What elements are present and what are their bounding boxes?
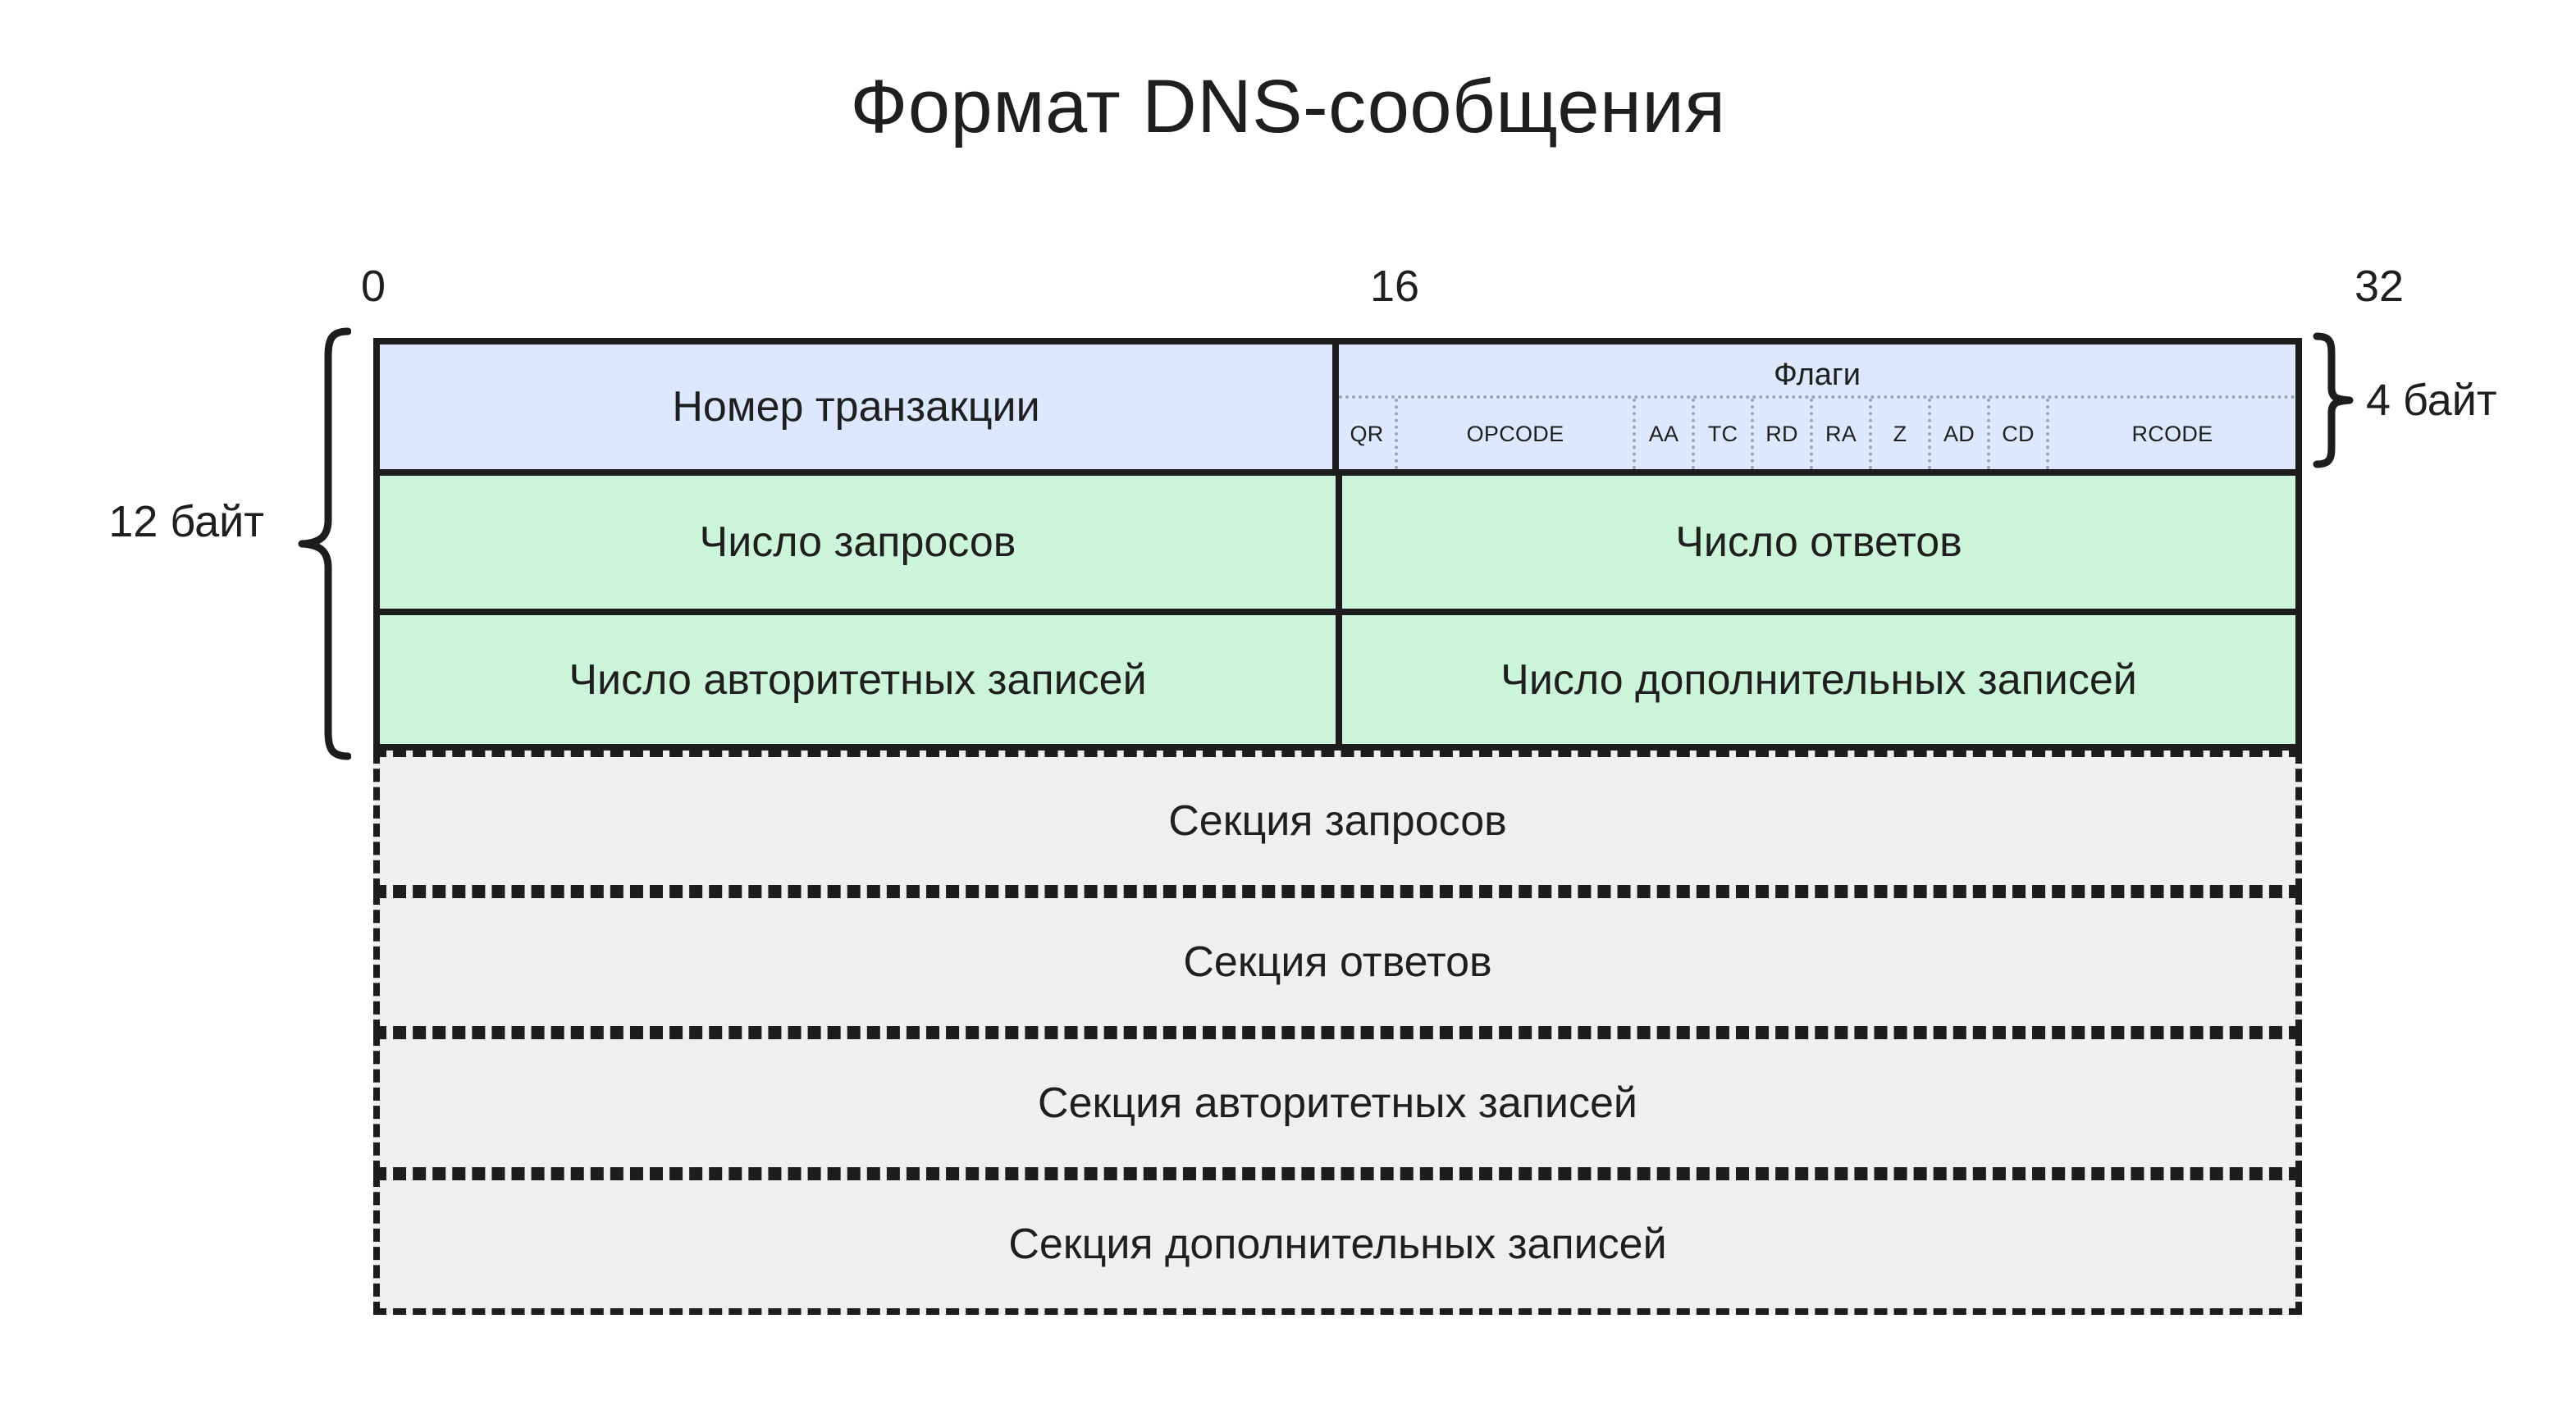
header-row-transaction-flags: Номер транзакции Флаги QR OPCODE AA TC R…: [380, 344, 2295, 469]
flag-bit-opcode: OPCODE: [1398, 399, 1636, 469]
header-size-label-12bytes: 12 байт: [108, 497, 264, 546]
section-authority: Секция авторитетных записей: [373, 1033, 2302, 1174]
flag-bit-ad: AD: [1931, 399, 1990, 469]
section-question: Секция запросов: [373, 751, 2302, 892]
flag-bit-qr: QR: [1339, 399, 1398, 469]
flag-bit-z: Z: [1872, 399, 1931, 469]
flags-bit-strip: QR OPCODE AA TC RD RA Z AD CD RCODE: [1339, 395, 2295, 469]
bit-ruler-tick-32: 32: [2354, 262, 2405, 311]
cell-additional-count: Число дополнительных записей: [1342, 615, 2295, 744]
section-additional: Секция дополнительных записей: [373, 1174, 2302, 1315]
row-divider-2: [380, 609, 2295, 615]
header-row-counts-1: Число запросов Число ответов: [380, 476, 2295, 609]
flag-bit-rcode: RCODE: [2131, 421, 2213, 446]
cell-transaction-id: Номер транзакции: [380, 344, 1332, 469]
cell-answer-count: Число ответов: [1342, 476, 2295, 609]
header-size-brace-left: [294, 326, 351, 761]
cell-authority-count: Число авторитетных записей: [380, 615, 1336, 744]
row-divider-1: [380, 469, 2295, 476]
bit-ruler-tick-16: 16: [1369, 262, 1420, 311]
first-row-size-brace-right: [2312, 331, 2354, 469]
column-divider: [1336, 615, 1342, 744]
page-title: Формат DNS-сообщения: [850, 65, 1726, 148]
flag-bit-cd: CD: [1990, 399, 2049, 469]
section-answer: Секция ответов: [373, 892, 2302, 1033]
first-row-size-label-4bytes: 4 байт: [2366, 376, 2497, 425]
column-divider: [1332, 344, 1339, 469]
bit-ruler-tick-0: 0: [360, 262, 386, 311]
flag-bit-rd: RD: [1754, 399, 1813, 469]
cell-question-count: Число запросов: [380, 476, 1336, 609]
flag-bit-ra: RA: [1813, 399, 1872, 469]
flag-bit-aa: AA: [1636, 399, 1695, 469]
cell-flags: Флаги QR OPCODE AA TC RD RA Z AD CD RCOD…: [1339, 344, 2295, 469]
column-divider: [1336, 476, 1342, 609]
dns-header-table: Номер транзакции Флаги QR OPCODE AA TC R…: [373, 338, 2302, 751]
flags-title: Флаги: [1773, 358, 1861, 392]
flag-bit-tc: TC: [1695, 399, 1754, 469]
header-row-counts-2: Число авторитетных записей Число дополни…: [380, 615, 2295, 744]
